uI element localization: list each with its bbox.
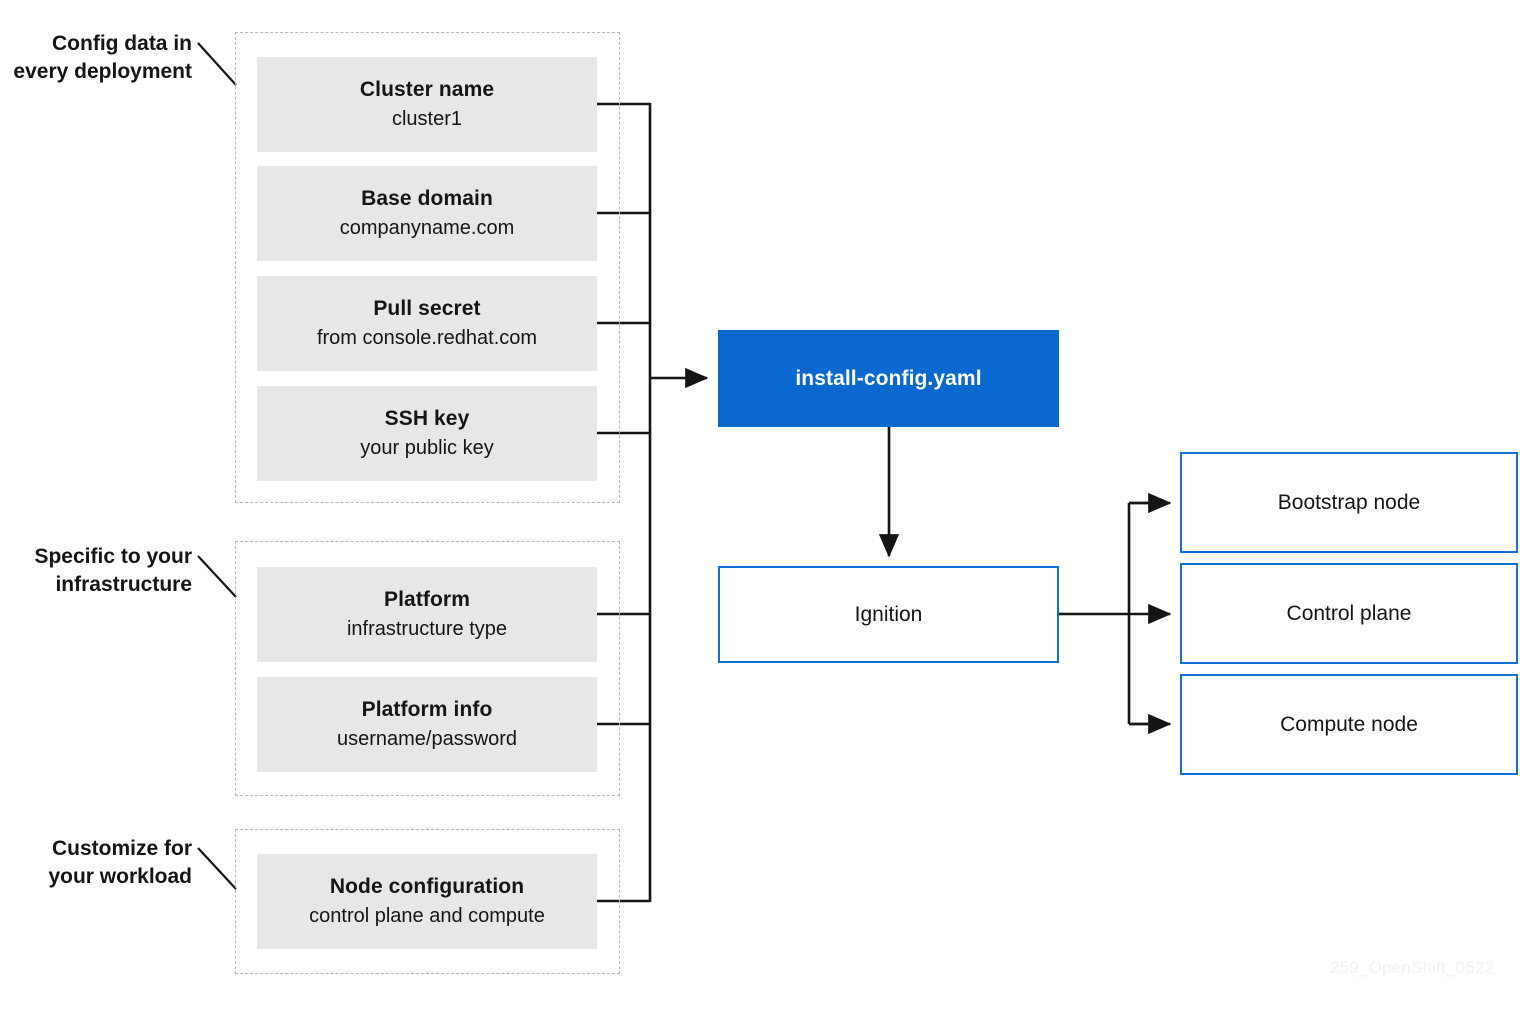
card-title: Cluster name bbox=[359, 77, 495, 101]
install-config-yaml-box[interactable]: install-config.yaml bbox=[718, 330, 1059, 427]
card-title: Platform bbox=[384, 587, 470, 611]
card-subtitle: control plane and compute bbox=[309, 905, 545, 928]
control-plane-label: Control plane bbox=[1286, 601, 1412, 625]
card-cluster-name[interactable]: Cluster name cluster1 bbox=[257, 57, 597, 152]
card-node-configuration[interactable]: Node configuration control plane and com… bbox=[257, 854, 597, 949]
card-title: Base domain bbox=[361, 186, 493, 210]
card-subtitle: infrastructure type bbox=[346, 618, 508, 641]
bootstrap-node-box[interactable]: Bootstrap node bbox=[1180, 452, 1518, 553]
card-title: SSH key bbox=[384, 406, 470, 430]
card-title: Pull secret bbox=[373, 296, 481, 320]
watermark: 259_OpenShift_0522 bbox=[1330, 958, 1495, 977]
card-base-domain[interactable]: Base domain companyname.com bbox=[257, 166, 597, 261]
card-subtitle: from console.redhat.com bbox=[316, 327, 538, 350]
group-infrastructure bbox=[235, 541, 620, 796]
card-ssh-key[interactable]: SSH key your public key bbox=[257, 386, 597, 481]
compute-node-box[interactable]: Compute node bbox=[1180, 674, 1518, 775]
card-title: Node configuration bbox=[329, 874, 525, 898]
card-subtitle: your public key bbox=[360, 437, 494, 460]
group-workload bbox=[235, 829, 620, 974]
card-pull-secret[interactable]: Pull secret from console.redhat.com bbox=[257, 276, 597, 371]
control-plane-box[interactable]: Control plane bbox=[1180, 563, 1518, 664]
card-platform-info[interactable]: Platform info username/password bbox=[257, 677, 597, 772]
callout-specific-to-your-infrastructure: Specific to your infrastructure bbox=[34, 545, 192, 596]
compute-node-label: Compute node bbox=[1280, 712, 1418, 736]
callout-config-data-in-every-deployment: Config data in every deployment bbox=[13, 32, 192, 83]
card-subtitle: cluster1 bbox=[391, 108, 463, 131]
bootstrap-node-label: Bootstrap node bbox=[1277, 490, 1421, 514]
card-platform[interactable]: Platform infrastructure type bbox=[257, 567, 597, 662]
card-subtitle: username/password bbox=[336, 728, 518, 751]
card-subtitle: companyname.com bbox=[339, 217, 515, 240]
callout-customize-for-your-workload: Customize for your workload bbox=[48, 837, 192, 888]
ignition-box[interactable]: Ignition bbox=[718, 566, 1059, 663]
ignition-label: Ignition bbox=[854, 602, 923, 626]
card-title: Platform info bbox=[361, 697, 493, 721]
group-config-data bbox=[235, 32, 620, 503]
install-config-yaml-label: install-config.yaml bbox=[795, 366, 982, 390]
